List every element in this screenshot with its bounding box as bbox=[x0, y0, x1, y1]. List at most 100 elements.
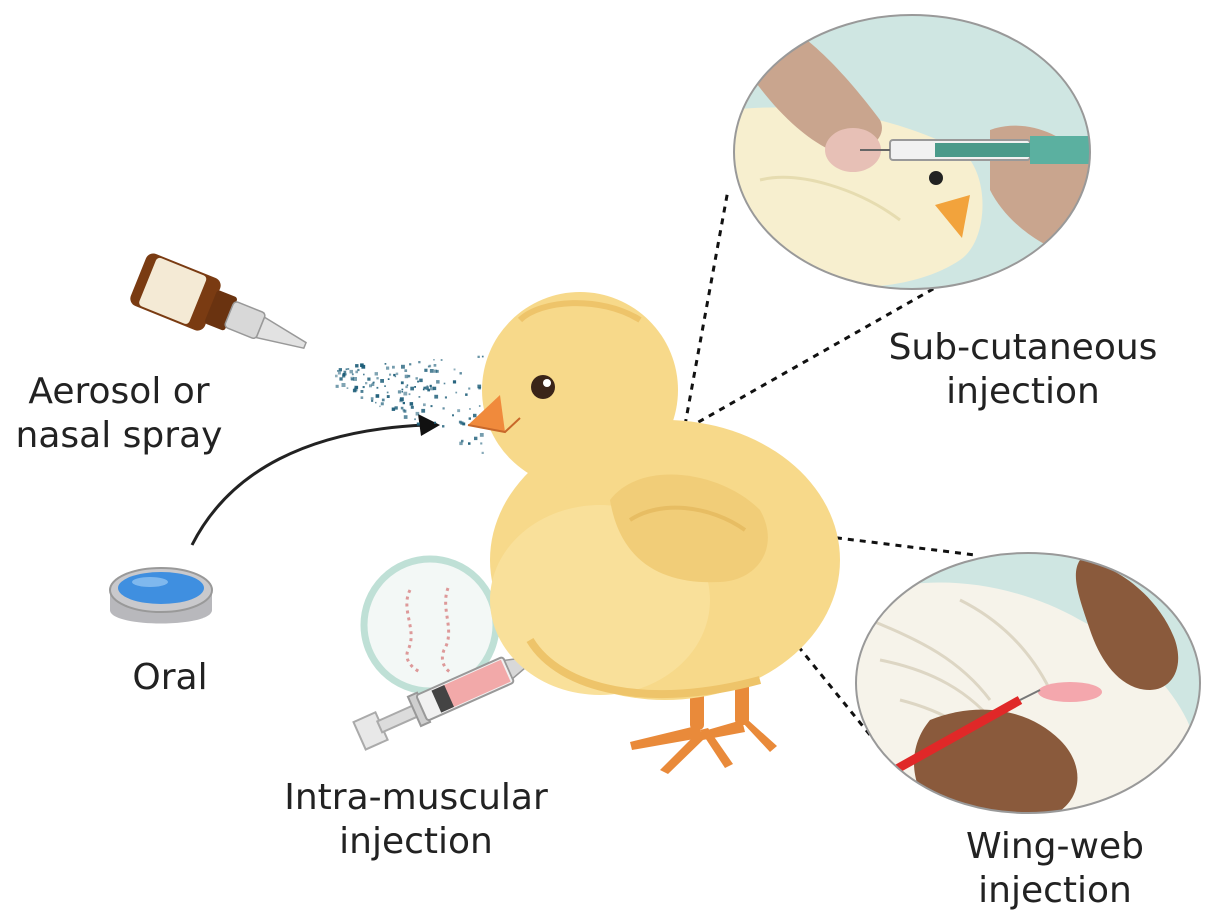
spray-dot bbox=[469, 408, 471, 410]
spray-dot bbox=[381, 398, 385, 402]
spray-dot bbox=[375, 401, 377, 404]
spray-dot bbox=[415, 411, 420, 416]
spray-dot bbox=[453, 368, 456, 371]
spray-dot bbox=[423, 403, 426, 407]
spray-bottle-icon bbox=[130, 253, 307, 350]
spray-dot bbox=[433, 369, 437, 373]
spray-dot bbox=[426, 385, 429, 387]
spray-dot bbox=[371, 399, 374, 402]
spray-dot bbox=[391, 407, 396, 411]
spray-dot bbox=[465, 393, 468, 396]
spray-dot bbox=[424, 368, 428, 372]
spray-dot bbox=[440, 359, 443, 361]
spray-dot bbox=[389, 373, 392, 376]
spray-dot bbox=[338, 368, 342, 372]
chick-illustration bbox=[467, 292, 840, 774]
intramuscular-label-line1: Intra-muscular bbox=[284, 777, 548, 818]
spray-dot bbox=[393, 373, 396, 377]
oral-arrow bbox=[190, 414, 440, 546]
spray-dot bbox=[418, 361, 421, 364]
spray-dot bbox=[434, 394, 439, 399]
spray-dot bbox=[403, 415, 408, 419]
spray-dot bbox=[387, 378, 390, 380]
spray-dot bbox=[436, 380, 440, 384]
spray-dot bbox=[416, 422, 420, 426]
spray-dot bbox=[409, 402, 414, 406]
spray-dot bbox=[400, 381, 404, 385]
spray-dot bbox=[479, 433, 484, 437]
spray-dot bbox=[473, 413, 477, 418]
spray-dot bbox=[360, 390, 364, 393]
spray-dot bbox=[444, 396, 447, 399]
spray-dot bbox=[430, 386, 434, 391]
spray-dot bbox=[353, 377, 357, 381]
spray-dot bbox=[372, 381, 374, 384]
oral-label: Oral bbox=[110, 656, 230, 700]
spray-dot bbox=[376, 386, 379, 389]
spray-dot bbox=[481, 355, 484, 358]
spray-dot bbox=[380, 402, 384, 406]
spray-dot bbox=[403, 391, 408, 396]
spray-dot bbox=[460, 421, 464, 425]
spray-dot bbox=[400, 406, 404, 410]
spray-dot bbox=[344, 373, 347, 376]
spray-dot bbox=[342, 373, 345, 376]
subcutaneous-inset bbox=[733, 14, 1091, 290]
spray-dot bbox=[404, 374, 409, 379]
spray-dot bbox=[401, 364, 405, 369]
oral-dish-icon bbox=[109, 567, 213, 624]
spray-dot bbox=[477, 355, 480, 358]
spray-dot bbox=[335, 374, 338, 378]
spray-dot bbox=[414, 418, 416, 421]
spray-dot bbox=[410, 405, 414, 409]
spray-dot bbox=[429, 369, 434, 373]
spray-dot bbox=[384, 363, 387, 365]
oral-label-text: Oral bbox=[132, 657, 208, 698]
spray-dot bbox=[427, 365, 430, 368]
spray-dot bbox=[360, 396, 364, 399]
spray-dot bbox=[363, 373, 365, 376]
spray-dot bbox=[461, 439, 464, 443]
leader-sc-bottom bbox=[687, 283, 941, 430]
spray-dot bbox=[414, 386, 416, 388]
spray-dot bbox=[394, 406, 398, 410]
spray-dot bbox=[480, 442, 483, 445]
spray-dot bbox=[345, 368, 348, 371]
spray-dot bbox=[459, 441, 463, 446]
subcutaneous-label: Sub-cutaneous injection bbox=[878, 326, 1168, 414]
spray-dot bbox=[397, 390, 402, 394]
spray-dot bbox=[395, 372, 399, 376]
spray-dot bbox=[452, 380, 457, 384]
wingweb-label-line2: injection bbox=[978, 870, 1132, 911]
spray-dot bbox=[369, 384, 372, 388]
spray-dot bbox=[375, 394, 380, 398]
spray-dot bbox=[474, 436, 478, 441]
spray-dot bbox=[434, 421, 437, 424]
spray-dot bbox=[410, 386, 414, 391]
spray-dot bbox=[481, 451, 484, 454]
spray-dot bbox=[468, 442, 471, 445]
spray-dot bbox=[478, 405, 481, 407]
spray-dot bbox=[402, 408, 406, 412]
spray-dot bbox=[401, 388, 404, 391]
wingweb-inset bbox=[855, 552, 1201, 814]
aerosol-label-line2: nasal spray bbox=[15, 415, 223, 456]
spray-dot bbox=[459, 372, 462, 375]
spray-dot bbox=[367, 377, 371, 381]
spray-dot bbox=[337, 370, 339, 372]
spray-dot bbox=[409, 363, 412, 366]
spray-dot bbox=[365, 382, 368, 385]
spray-dot bbox=[347, 368, 350, 370]
spray-dot bbox=[351, 373, 354, 376]
spray-dot bbox=[399, 398, 403, 403]
spray-dot bbox=[352, 388, 357, 393]
spray-dot bbox=[386, 395, 390, 398]
intramuscular-label: Intra-muscular injection bbox=[276, 776, 556, 864]
spray-dot bbox=[415, 377, 418, 380]
spray-dot bbox=[430, 405, 433, 408]
spray-dot bbox=[405, 385, 408, 389]
wingweb-label-line1: Wing-web bbox=[966, 826, 1144, 867]
spray-dot bbox=[350, 376, 354, 381]
spray-dot bbox=[360, 363, 364, 367]
